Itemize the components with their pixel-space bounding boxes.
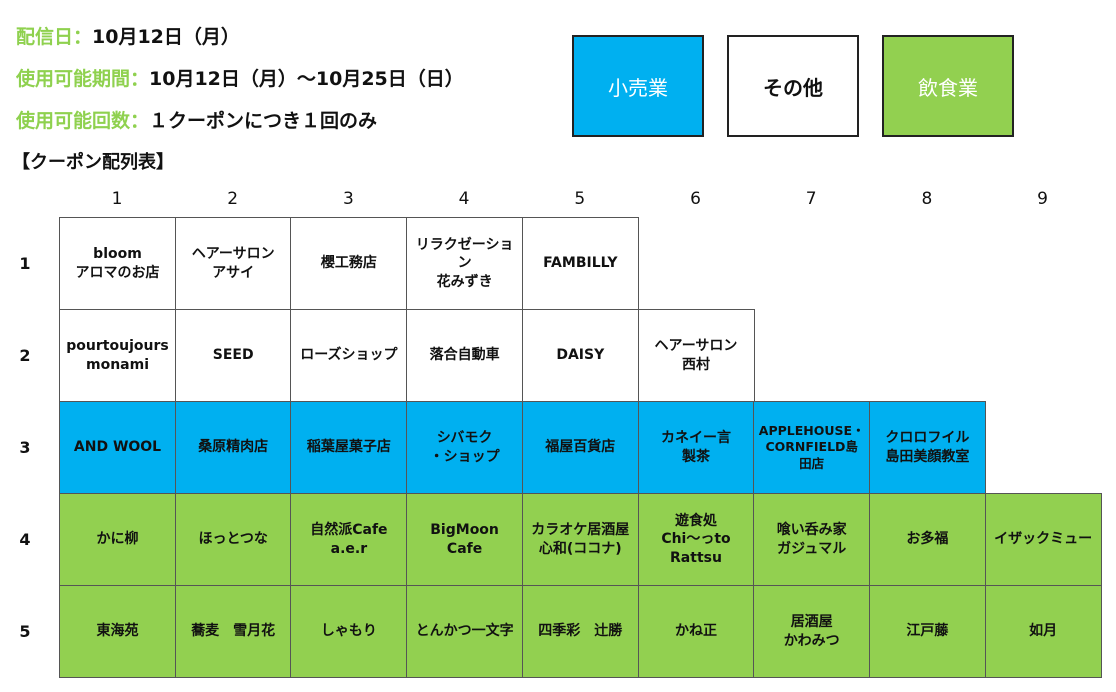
coupon-cell-other: 落合自動車 <box>406 309 524 402</box>
column-header: 5 <box>574 189 586 209</box>
coupon-cell-retail: 福屋百貨店 <box>521 401 639 494</box>
column-header: 3 <box>342 189 354 209</box>
coupon-cell-other: ローズショップ <box>290 309 408 402</box>
coupon-cell-food: 蕎麦 雪月花 <box>174 585 292 678</box>
column-header: 7 <box>805 189 817 209</box>
coupon-cell-food: 東海苑 <box>59 585 176 678</box>
coupon-cell-food: かね正 <box>637 585 755 678</box>
row-header: 3 <box>19 438 31 457</box>
coupon-cell-food: ほっとつな <box>174 493 292 586</box>
column-header: 4 <box>458 189 470 209</box>
row-header: 5 <box>19 622 31 641</box>
usage-period-label: 使用可能期間： <box>16 68 150 90</box>
usage-count-label: 使用可能回数： <box>16 110 150 132</box>
coupon-cell-food: 如月 <box>984 585 1102 678</box>
coupon-cell-other: FAMBILLY <box>521 217 639 310</box>
coupon-cell-retail: クロロフイル 島田美顔教室 <box>868 401 986 494</box>
coupon-cell-other: ヘアーサロン 西村 <box>637 309 755 402</box>
coupon-cell-other: リラクゼーション 花みずき <box>406 217 524 310</box>
coupon-cell-retail: カネイー言 製茶 <box>637 401 755 494</box>
coupon-cell-food: BigMoon Cafe <box>406 493 524 586</box>
usage-count-line: 使用可能回数：１クーポンにつき１回のみ <box>16 106 377 133</box>
coupon-cell-food: とんかつ一文字 <box>406 585 524 678</box>
coupon-cell-retail: APPLEHOUSE・ CORNFIELD島 田店 <box>753 401 871 494</box>
row-header: 2 <box>19 346 31 365</box>
column-header: 6 <box>690 189 701 209</box>
coupon-cell-other: SEED <box>174 309 292 402</box>
coupon-cell-other: DAISY <box>521 309 639 402</box>
coupon-cell-food: 自然派Cafe a.e.r <box>290 493 408 586</box>
row-header: 4 <box>19 530 31 549</box>
column-header: 2 <box>227 189 239 209</box>
usage-period-value: 10月12日（月）～10月25日（日） <box>149 68 464 90</box>
coupon-cell-food: 遊食処 Chi～っto Rattsu <box>637 493 755 586</box>
usage-period-line: 使用可能期間：10月12日（月）～10月25日（日） <box>16 64 464 91</box>
legend-retail: 小売業 <box>572 35 704 137</box>
coupon-cell-food: 江戸藤 <box>868 585 986 678</box>
coupon-cell-food: しゃもり <box>290 585 408 678</box>
coupon-cell-food: カラオケ居酒屋 心和(ココナ) <box>521 493 639 586</box>
legend-food: 飲食業 <box>882 35 1014 137</box>
usage-count-value: １クーポンにつき１回のみ <box>149 110 378 132</box>
row-header: 1 <box>19 254 31 273</box>
coupon-cell-other: 櫻工務店 <box>290 217 408 310</box>
coupon-cell-other: pourtoujours monami <box>59 309 176 402</box>
delivery-date-value: 10月12日（月） <box>92 26 240 48</box>
coupon-cell-food: イザックミュー <box>984 493 1102 586</box>
coupon-cell-food: かに柳 <box>59 493 176 586</box>
coupon-cell-food: 居酒屋 かわみつ <box>753 585 871 678</box>
table-title: 【クーポン配列表】 <box>12 152 174 173</box>
delivery-date-label: 配信日： <box>16 26 93 48</box>
column-header: 9 <box>1037 189 1048 209</box>
coupon-cell-other: ヘアーサロン アサイ <box>174 217 292 310</box>
coupon-cell-retail: シバモク ・ショップ <box>406 401 524 494</box>
coupon-cell-food: お多福 <box>868 493 986 586</box>
coupon-cell-other: bloom アロマのお店 <box>59 217 176 310</box>
coupon-cell-retail: 稲葉屋菓子店 <box>290 401 408 494</box>
delivery-date-line: 配信日：10月12日（月） <box>16 22 240 49</box>
coupon-cell-retail: 桑原精肉店 <box>174 401 292 494</box>
column-header: 1 <box>111 189 123 209</box>
column-header: 8 <box>921 189 933 209</box>
legend-other: その他 <box>727 35 859 137</box>
coupon-cell-retail: AND WOOL <box>59 401 176 494</box>
coupon-cell-food: 喰い呑み家 ガジュマル <box>753 493 871 586</box>
coupon-cell-food: 四季彩 辻勝 <box>521 585 639 678</box>
